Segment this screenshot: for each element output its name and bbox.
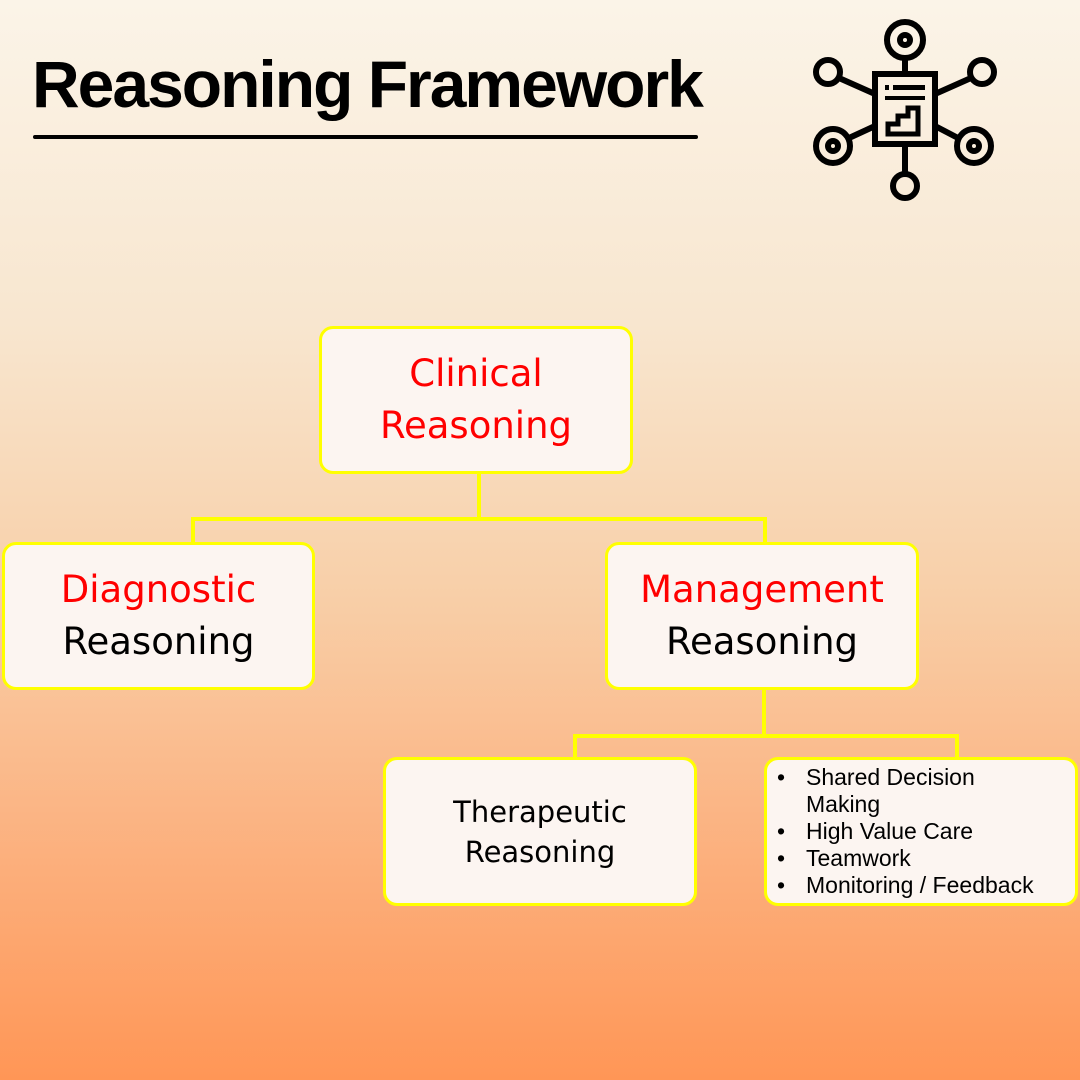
connector — [573, 734, 577, 760]
list-item: Teamwork — [773, 845, 1034, 872]
node-title: Diagnostic — [60, 568, 257, 611]
list-item: High Value Care — [773, 818, 1034, 845]
list-item: Shared Decision Making — [773, 764, 996, 818]
list-item: Monitoring / Feedback — [773, 872, 1034, 899]
node-title: Clinical — [409, 352, 543, 395]
diagnostic-reasoning-node: Diagnostic Reasoning — [2, 542, 315, 690]
node-title: Therapeutic — [453, 794, 627, 829]
connector — [763, 517, 767, 545]
connector — [573, 734, 959, 738]
management-components-node: Shared Decision Making High Value Care T… — [764, 757, 1078, 906]
management-reasoning-node: Management Reasoning — [605, 542, 919, 690]
connector — [955, 734, 959, 760]
node-subtitle: Reasoning — [62, 620, 255, 663]
connector — [477, 473, 481, 521]
connector — [191, 517, 195, 545]
node-subtitle: Reasoning — [665, 620, 859, 663]
node-title: Management — [640, 568, 884, 611]
therapeutic-reasoning-node: Therapeutic Reasoning — [383, 757, 697, 906]
component-list: Shared Decision Making High Value Care T… — [773, 764, 1034, 899]
network-report-icon — [813, 19, 997, 201]
node-subtitle: Reasoning — [379, 404, 573, 447]
connector — [191, 517, 767, 521]
node-subtitle: Reasoning — [464, 834, 616, 869]
connector — [762, 689, 766, 738]
title-underline — [33, 135, 698, 139]
clinical-reasoning-node: Clinical Reasoning — [319, 326, 633, 474]
page-title: Reasoning Framework — [32, 47, 704, 121]
